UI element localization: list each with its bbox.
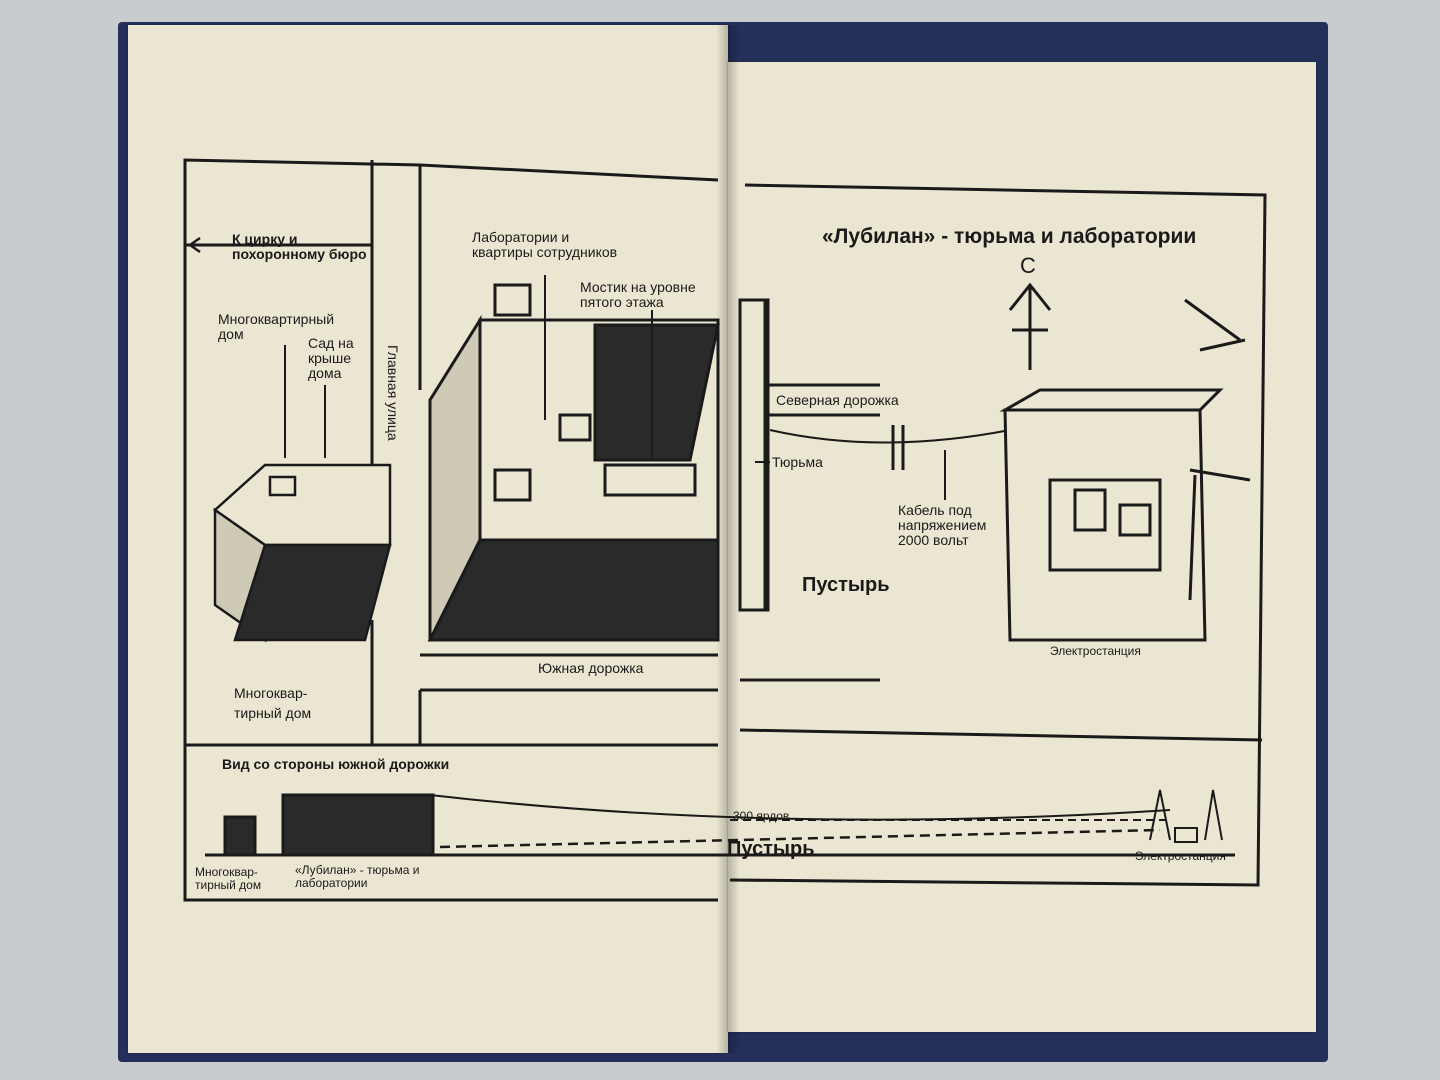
side-view-power-station-label: Электростанция: [1135, 849, 1226, 863]
distance-label: 300 ярдов: [733, 809, 790, 823]
prison-label: Тюрьма: [772, 454, 823, 470]
side-view-drawing: [205, 789, 1235, 857]
map-title: «Лубилан» - тюрьма и лаборатории: [822, 225, 1197, 248]
side-view-lubilan-label: «Лубилан» - тюрьма и лаборатории: [295, 863, 420, 890]
bridge-label: Мостик на уровне пятого этажа: [580, 279, 696, 310]
lab-building-right-edge: [738, 298, 770, 612]
wasteland-label: Пустырь: [802, 574, 890, 596]
street-lines: [183, 158, 719, 902]
power-station-label: Электростанция: [1050, 644, 1141, 658]
side-view-wasteland-label: Пустырь: [727, 838, 815, 860]
apartment-bottom-label: Многоквар- тирный дом: [234, 685, 312, 721]
north-arrow: [1008, 282, 1052, 370]
apartment-top-label: Многоквартирный дом: [218, 311, 335, 342]
main-street-label: Главная улица: [385, 345, 401, 441]
labs-label: Лаборатории и квартиры сотрудников: [472, 229, 618, 260]
high-voltage-cable: [769, 429, 1011, 444]
book-gutter: [716, 25, 740, 1053]
right-frame: [729, 183, 1267, 887]
roof-garden-label: Сад на крыше дома: [308, 335, 354, 381]
side-view-apartment-label: Многоквар- тирный дом: [195, 865, 262, 892]
cable-label: Кабель под напряжением 2000 вольт: [898, 502, 987, 548]
apartment-building-left: [212, 463, 392, 643]
north-path-label: Северная дорожка: [776, 392, 899, 408]
north-label: С: [1020, 253, 1036, 278]
lab-prison-building: [427, 283, 720, 642]
pointer-lines: [284, 275, 946, 500]
side-view-title: Вид со стороны южной дорожки: [222, 756, 450, 772]
circus-arrow: [187, 236, 228, 254]
south-path-label: Южная дорожка: [538, 660, 644, 676]
power-station-drawing: [999, 298, 1251, 642]
circus-label: К цирку и похоронному бюро: [232, 231, 367, 262]
